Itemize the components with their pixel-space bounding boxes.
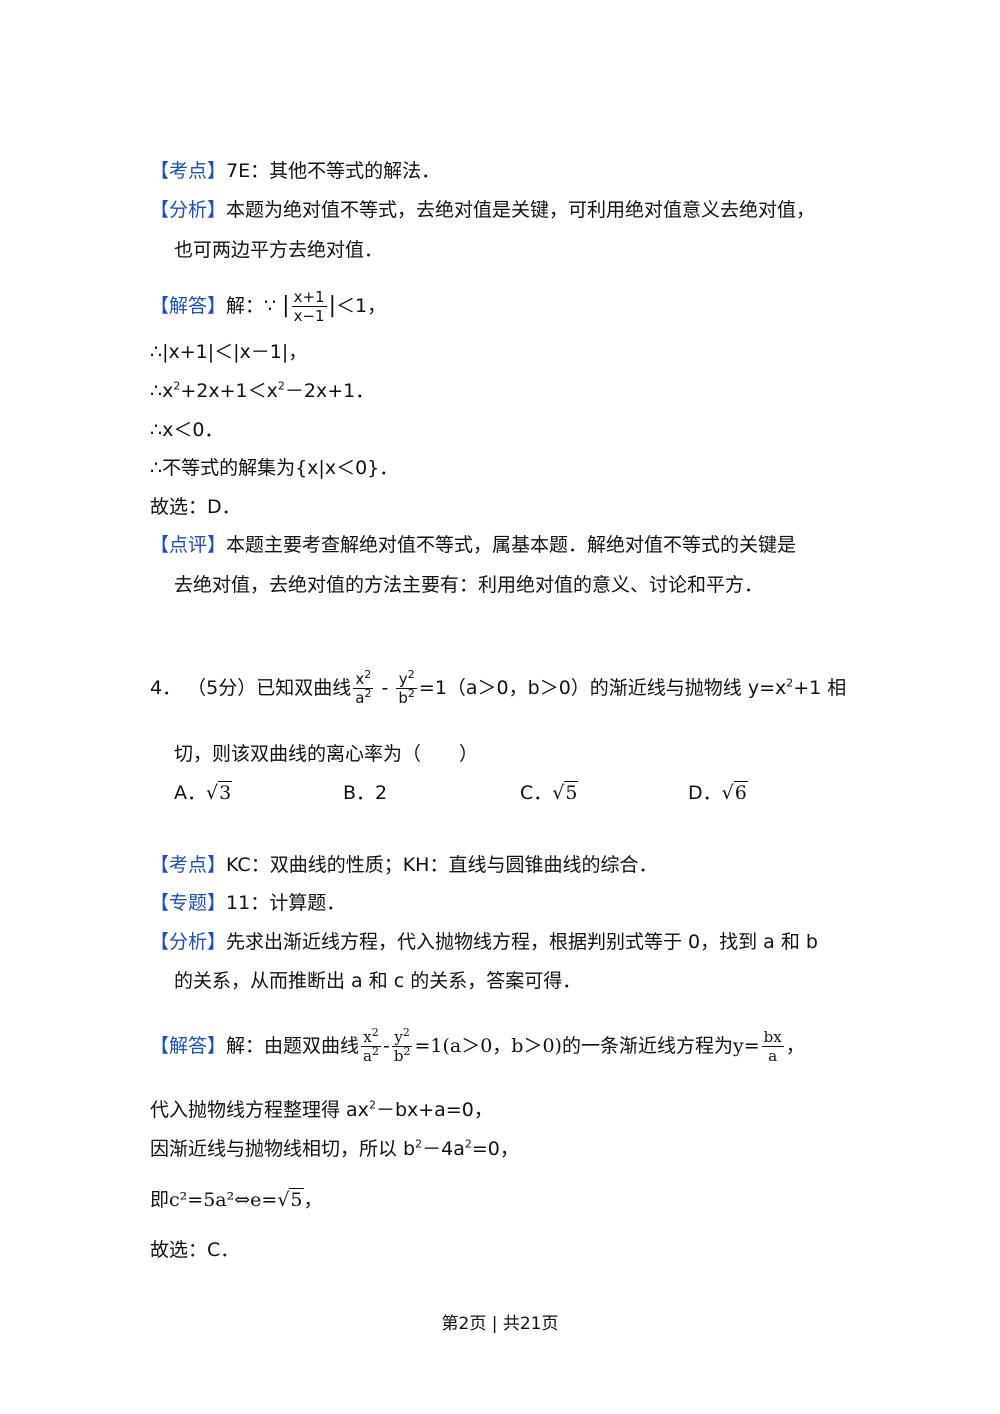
choice-c[interactable]: C．√5: [520, 778, 579, 805]
equation-rest: =1（a＞0，b＞0）的渐近线与抛物线 y=x: [418, 677, 787, 699]
zhuanti-line: 【专题】11：计算题．: [150, 891, 345, 915]
step-part: 代入抛物线方程整理得 ax: [150, 1099, 369, 1121]
fenxi-line-4: 【分析】先求出渐近线方程，代入抛物线方程，根据判别式等于 0，找到 a 和 b: [150, 930, 818, 954]
kaodian-text: 7E：其他不等式的解法．: [226, 160, 441, 182]
comma: ，: [785, 1035, 805, 1057]
page-footer: 第2页 | 共21页: [441, 1314, 559, 1334]
choice-b[interactable]: B．2: [343, 778, 387, 805]
kaodian-text: KC：双曲线的性质；KH：直线与圆锥曲线的综合．: [226, 854, 658, 876]
dianping-tag: 【点评】: [150, 534, 227, 556]
exponent: 2: [368, 1098, 376, 1112]
choice-a[interactable]: A．√3: [174, 778, 233, 805]
step-2-part-c: －2x+1．: [284, 380, 375, 402]
fenxi-tag: 【分析】: [150, 931, 227, 953]
step-part: －bx+a=0，: [375, 1099, 493, 1121]
zhuanti-text: 11：计算题．: [226, 892, 346, 914]
step-part: 因渐近线与抛物线相切，所以 b: [150, 1138, 416, 1160]
kaodian-line-4: 【考点】KC：双曲线的性质；KH：直线与圆锥曲线的综合．: [150, 853, 657, 877]
step-4: ∴不等式的解集为{x|x＜0}．: [150, 457, 399, 479]
sqrt: √5: [552, 781, 579, 804]
step-2-part-a: ∴x: [150, 380, 174, 402]
answer: 故选：D．: [150, 496, 241, 518]
jieda-prefix: 解：由题双曲线: [226, 1035, 360, 1057]
answer-4: 故选：C．: [150, 1239, 240, 1261]
question-score: （5分）已知双曲线: [187, 677, 352, 699]
sqrt: √6: [721, 781, 748, 804]
jieda-suffix: ＜1，: [336, 295, 387, 317]
step-2: ∴x2+2x+1＜x2－2x+1．: [150, 379, 374, 403]
abs-bar-right: |: [328, 293, 336, 318]
sqrt: √5: [277, 1188, 304, 1211]
dianping-line: 【点评】本题主要考查解绝对值不等式，属基本题．解绝对值不等式的关键是: [150, 533, 796, 557]
dianping-line-2: 去绝对值，去绝对值的方法主要有：利用绝对值的意义、讨论和平方．: [174, 574, 764, 596]
exponent: 2: [277, 379, 285, 393]
jieda-prefix: 解：∵: [226, 295, 277, 317]
step-1-4: 代入抛物线方程整理得 ax2－bx+a=0，: [150, 1098, 493, 1122]
fenxi-text: 本题为绝对值不等式，去绝对值是关键，可利用绝对值意义去绝对值，: [226, 199, 816, 221]
fenxi-line-2: 也可两边平方去绝对值．: [174, 239, 384, 261]
step-part: －4a: [422, 1138, 465, 1160]
kaodian-line: 【考点】7E：其他不等式的解法．: [150, 159, 440, 183]
fraction-numerator: x+1: [291, 288, 327, 307]
fenxi-tag: 【分析】: [150, 199, 227, 221]
exponent: 2: [464, 1137, 472, 1151]
zhuanti-tag: 【专题】: [150, 892, 227, 914]
abs-bar-left: |: [282, 293, 290, 318]
jieda-tag: 【解答】: [150, 295, 227, 317]
kaodian-tag: 【考点】: [150, 160, 227, 182]
dianping-text: 本题主要考查解绝对值不等式，属基本题．解绝对值不等式的关键是: [226, 534, 797, 556]
question-number: 4．: [150, 677, 182, 699]
exponent: 2: [786, 676, 794, 690]
question-4-line-2: 切，则该双曲线的离心率为（ ）: [174, 743, 479, 765]
step-part: =0，: [471, 1138, 519, 1160]
fenxi-line-4-2: 的关系，从而推断出 a 和 c 的关系，答案可得．: [174, 970, 582, 992]
step-prefix: 即: [150, 1189, 170, 1211]
choice-label: D．: [688, 782, 722, 804]
jieda-mid: =1(a＞0，b＞0): [414, 1035, 562, 1057]
step-equation: c²=5a²⇔e=: [169, 1189, 278, 1211]
equation-tail: +1 相: [793, 677, 847, 699]
fenxi-text: 先求出渐近线方程，代入抛物线方程，根据判别式等于 0，找到 a 和 b: [226, 931, 818, 953]
step-3: ∴x＜0．: [150, 419, 224, 441]
step-3-4: 即c²=5a²⇔e=√5，: [150, 1188, 323, 1212]
fraction-denominator: x−1: [293, 307, 325, 325]
fenxi-line: 【分析】本题为绝对值不等式，去绝对值是关键，可利用绝对值意义去绝对值，: [150, 198, 815, 222]
step-2-part-b: +2x+1＜x: [180, 380, 278, 402]
step-tail: ，: [303, 1189, 323, 1211]
choice-value: 2: [375, 782, 388, 804]
choice-label: B．: [343, 782, 376, 804]
step-1: ∴|x+1|＜|x－1|，: [150, 341, 308, 363]
exponent: 2: [173, 379, 181, 393]
kaodian-tag: 【考点】: [150, 854, 227, 876]
choice-label: C．: [520, 782, 553, 804]
exponent: 2: [415, 1137, 423, 1151]
asymptote-lhs: y=: [732, 1035, 760, 1057]
choice-label: A．: [174, 782, 206, 804]
jieda-tag: 【解答】: [150, 1035, 227, 1057]
step-2-4: 因渐近线与抛物线相切，所以 b2－4a2=0，: [150, 1137, 519, 1161]
choice-d[interactable]: D．√6: [688, 778, 748, 805]
jieda-text-2: 的一条渐近线方程为: [561, 1035, 733, 1057]
sqrt: √3: [206, 781, 233, 804]
